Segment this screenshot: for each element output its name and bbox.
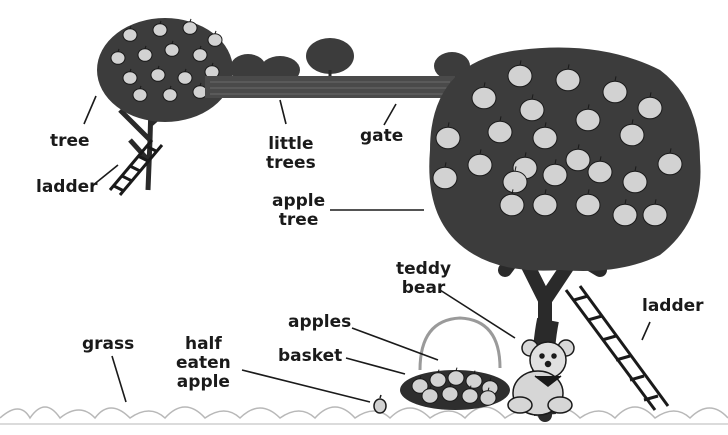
apple <box>153 24 167 37</box>
label-ladder-left: ladder <box>36 178 98 197</box>
apple <box>533 194 557 216</box>
apple <box>138 49 152 62</box>
teddy-bear <box>508 340 574 415</box>
label-little-trees: little trees <box>266 135 316 173</box>
apple <box>193 86 207 99</box>
grass <box>0 407 728 424</box>
apple <box>466 374 482 388</box>
apple <box>178 72 192 85</box>
apple <box>603 81 627 103</box>
apple <box>643 204 667 226</box>
apple <box>480 391 496 405</box>
apple <box>442 387 458 401</box>
apple <box>658 153 682 175</box>
apple <box>613 204 637 226</box>
apple <box>433 167 457 189</box>
apple <box>556 69 580 91</box>
apple <box>123 29 137 42</box>
apple <box>193 49 207 62</box>
apple <box>422 389 438 403</box>
label-half-eaten-apple: half eaten apple <box>176 335 231 392</box>
apple <box>576 194 600 216</box>
label-apple-tree: apple tree <box>272 192 325 230</box>
apple <box>533 127 557 149</box>
apple <box>133 89 147 102</box>
apple <box>638 97 662 119</box>
apple <box>462 389 478 403</box>
gate <box>205 76 455 98</box>
apple <box>183 22 197 35</box>
apple <box>623 171 647 193</box>
apple <box>576 109 600 131</box>
label-ladder-right: ladder <box>642 297 704 316</box>
apple <box>111 52 125 65</box>
apple <box>503 171 527 193</box>
apple <box>566 149 590 171</box>
label-gate: gate <box>360 127 403 146</box>
apple <box>468 154 492 176</box>
apple <box>165 44 179 57</box>
label-teddy-bear: teddy bear <box>396 260 451 298</box>
apple <box>543 164 567 186</box>
apple <box>430 373 446 387</box>
apple <box>520 99 544 121</box>
apple <box>620 124 644 146</box>
label-grass: grass <box>82 335 134 354</box>
half-eaten-apple <box>374 395 386 413</box>
apple <box>500 194 524 216</box>
apple <box>448 371 464 385</box>
apple <box>123 72 137 85</box>
label-basket: basket <box>278 347 342 366</box>
apple <box>488 121 512 143</box>
label-tree: tree <box>50 132 90 151</box>
label-apples: apples <box>288 313 351 332</box>
apple <box>588 161 612 183</box>
small-apple-tree <box>97 18 233 190</box>
basket <box>400 318 510 410</box>
apple <box>208 34 222 47</box>
apple <box>436 127 460 149</box>
apple <box>163 89 177 102</box>
apple <box>508 65 532 87</box>
apple <box>151 69 165 82</box>
apple <box>472 87 496 109</box>
